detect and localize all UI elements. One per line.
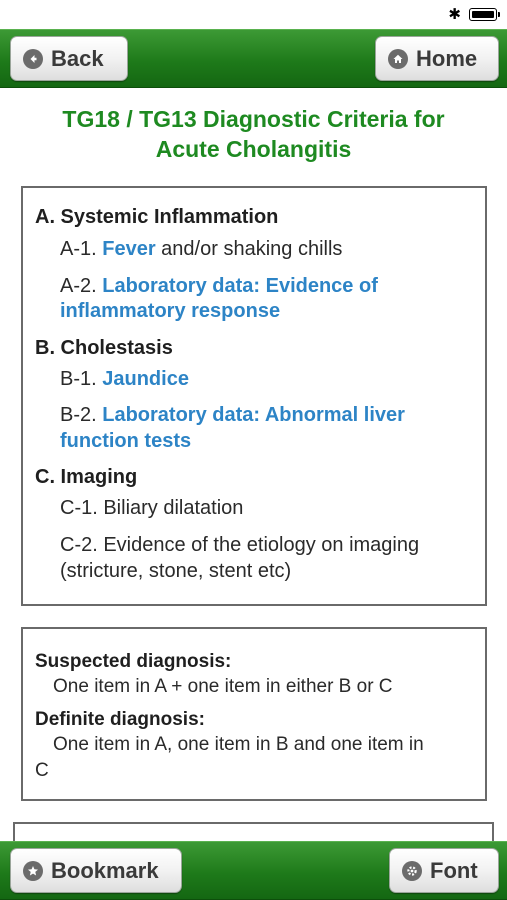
page-title: TG18 / TG13 Diagnostic Criteria for Acut… — [0, 104, 507, 164]
page-title-line2: Acute Cholangitis — [155, 136, 352, 162]
definite-diagnosis-text-cont: C — [35, 760, 49, 781]
font-label: Font — [430, 857, 478, 883]
back-button[interactable]: Back — [10, 36, 128, 81]
house-circle-icon — [388, 48, 408, 69]
inflammatory-lab-link-cont[interactable]: inflammatory response — [60, 300, 281, 322]
criterion-b1: B-1. Jaundice — [60, 366, 189, 392]
page-title-line1: TG18 / TG13 Diagnostic Criteria for — [62, 106, 445, 132]
status-bar: ✱ — [0, 0, 507, 29]
definite-diagnosis-heading: Definite diagnosis: — [35, 709, 205, 730]
criterion-a1-rest: and/or shaking chills — [155, 238, 343, 260]
font-button[interactable]: Font — [389, 848, 499, 893]
criterion-a2-prefix: A-2. — [60, 275, 103, 297]
section-a-heading: A. Systemic Inflammation — [35, 206, 279, 228]
home-label: Home — [416, 45, 478, 71]
bookmark-label: Bookmark — [51, 857, 159, 883]
criteria-box: A. Systemic Inflammation A-1. Fever and/… — [21, 186, 487, 606]
section-b-heading: B. Cholestasis — [35, 337, 173, 359]
criterion-c2: C-2. Evidence of the etiology on imaging — [60, 534, 420, 556]
top-toolbar: Back Home — [0, 29, 507, 88]
criterion-b1-prefix: B-1. — [60, 368, 103, 390]
liver-function-link-cont[interactable]: function tests — [60, 430, 192, 452]
suspected-diagnosis-text: One item in A + one item in either B or … — [53, 676, 393, 697]
criterion-c2-cont: (stricture, stone, stent etc) — [60, 560, 292, 582]
criterion-b2: B-2. Laboratory data: Abnormal liver — [60, 402, 405, 428]
bottom-toolbar: Bookmark Font — [0, 841, 507, 900]
criterion-b2-prefix: B-2. — [60, 404, 103, 426]
battery-icon — [469, 7, 500, 21]
suspected-diagnosis-heading: Suspected diagnosis: — [35, 651, 232, 672]
criterion-a1: A-1. Fever and/or shaking chills — [60, 236, 342, 262]
inflammatory-lab-link[interactable]: Laboratory data: Evidence of — [102, 275, 378, 297]
diagnosis-box: Suspected diagnosis: One item in A + one… — [21, 627, 487, 801]
bluetooth-icon: ✱ — [448, 5, 461, 23]
jaundice-link[interactable]: Jaundice — [102, 368, 189, 390]
section-c-heading: C. Imaging — [35, 466, 138, 488]
criterion-c1: C-1. Biliary dilatation — [60, 497, 244, 519]
back-label: Back — [51, 45, 104, 71]
star-circle-icon — [23, 860, 43, 881]
arrow-left-circle-icon — [23, 48, 43, 69]
criterion-a1-prefix: A-1. — [60, 238, 103, 260]
criterion-a2: A-2. Laboratory data: Evidence of — [60, 273, 378, 299]
fever-link[interactable]: Fever — [102, 238, 156, 260]
liver-function-link[interactable]: Laboratory data: Abnormal liver — [102, 404, 405, 426]
gear-circle-icon — [402, 860, 422, 881]
bookmark-button[interactable]: Bookmark — [10, 848, 182, 893]
definite-diagnosis-text: One item in A, one item in B and one ite… — [53, 734, 424, 755]
home-button[interactable]: Home — [375, 36, 499, 81]
